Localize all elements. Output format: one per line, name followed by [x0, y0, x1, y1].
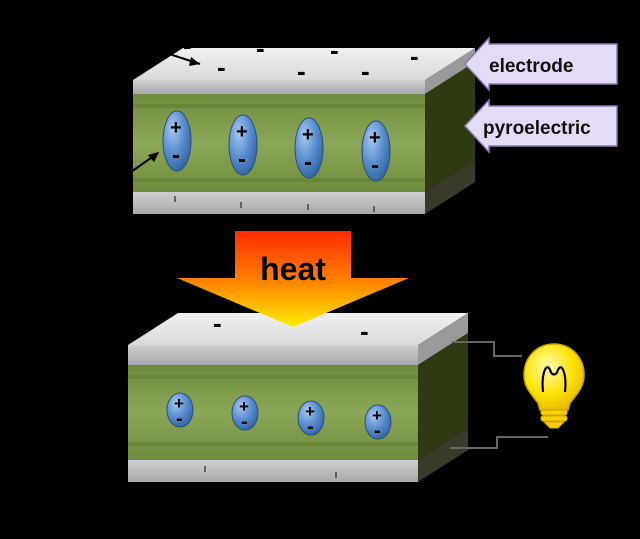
dipole: + - — [166, 392, 194, 430]
electrode-pointer-arrowhead — [189, 57, 200, 66]
top-stack: - - - - - - - + - + - + - + - — [127, 30, 475, 214]
dipole-plus: + — [302, 124, 314, 146]
top-minus-sign: - — [217, 52, 226, 82]
dipole: + - — [228, 114, 258, 176]
dipole-minus: - — [241, 411, 248, 433]
dipole-minus: - — [176, 408, 183, 430]
dipole-plus: + — [305, 402, 315, 421]
dipole: + - — [162, 110, 192, 172]
bottom-electrode-front — [128, 345, 418, 365]
top-electrode-front — [133, 80, 425, 94]
dipole: + - — [231, 395, 259, 433]
dipole-plus: + — [372, 406, 382, 425]
electrode-label: electrode — [489, 56, 573, 77]
top-minus-sign: - — [330, 35, 339, 65]
electrode-callout: electrode — [463, 36, 618, 92]
dipole-plus: + — [170, 117, 182, 139]
dipole-minus: - — [238, 146, 246, 173]
dipole-minus: - — [304, 149, 312, 176]
top-electrode-top-face — [133, 48, 475, 80]
bottom-electrode-side — [418, 313, 468, 365]
dipole-plus: + — [239, 397, 249, 416]
bottom-band-line — [128, 375, 418, 379]
dipole-plus: + — [174, 394, 184, 413]
top-minus-sign: - — [183, 30, 192, 60]
dipole-plus: + — [369, 127, 381, 149]
dipole-minus: - — [307, 416, 314, 438]
bottom-pyro-side — [418, 333, 468, 460]
bottom-minus-sign: - — [213, 308, 222, 338]
circuit-wires — [450, 341, 548, 449]
pyroelectric-callout: pyroelectric — [463, 98, 618, 154]
top-minus-sign: - — [297, 56, 306, 86]
top-minus-sign: - — [410, 41, 419, 71]
bottom-minus-sign: - — [360, 316, 369, 346]
dipole: + - — [297, 400, 325, 438]
top-electrode-side — [425, 48, 475, 94]
dipole-minus: - — [374, 420, 381, 442]
circuit-wire-top — [452, 341, 522, 357]
bottom-band-line — [128, 442, 418, 446]
heat-label: heat — [260, 251, 326, 287]
light-bulb-icon — [523, 343, 585, 429]
dipole-minus: - — [172, 142, 180, 169]
bottom-bottom-electrode-front — [128, 460, 418, 482]
top-band-line — [133, 104, 425, 108]
dipole: + - — [294, 117, 324, 179]
top-bottom-electrode-front — [133, 192, 425, 214]
dipole: + - — [361, 120, 391, 182]
dipole: + - — [364, 404, 392, 442]
dipole-minus: - — [371, 152, 379, 179]
dipole-pointer-arrowhead — [148, 152, 159, 162]
top-pyro-side — [425, 62, 475, 192]
circuit-wire-bottom — [450, 436, 548, 449]
top-minus-sign: - — [256, 33, 265, 63]
top-bottom-electrode-side — [425, 160, 475, 214]
bottom-electrode-top-face — [128, 313, 468, 345]
top-band-line — [133, 178, 425, 182]
bottom-bottom-electrode-side — [418, 428, 468, 482]
pyroelectric-label: pyroelectric — [483, 118, 591, 139]
heat-arrow: heat — [177, 231, 409, 327]
dipole-plus: + — [236, 121, 248, 143]
top-minus-sign: - — [361, 56, 370, 86]
bottom-stack: - - + - + - + - + - — [128, 308, 468, 482]
